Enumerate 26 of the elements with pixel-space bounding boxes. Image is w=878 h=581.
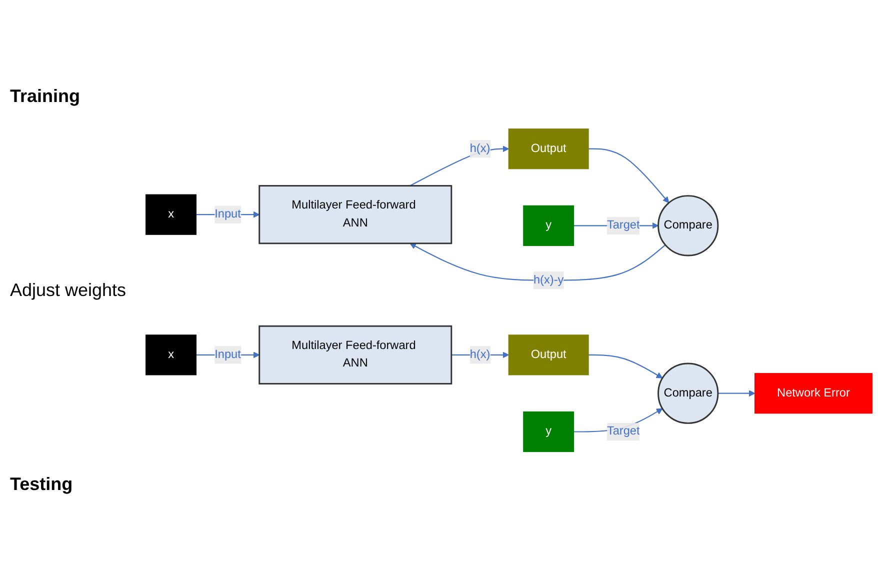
edge-label: Target: [606, 219, 640, 232]
node-box: y: [523, 412, 574, 452]
edge-label: h(x): [470, 142, 490, 155]
node-box: y: [523, 206, 574, 246]
node-box: Network Error: [754, 373, 872, 414]
arrow: [718, 390, 756, 397]
edge-label: Input: [214, 208, 241, 221]
row-heading: Testing: [10, 474, 74, 495]
edge-label: h(x)-y: [533, 274, 564, 286]
node-box: x: [146, 194, 196, 236]
edge-label: Target: [606, 425, 640, 438]
node-box: Multilayer Feed-forward ANN: [258, 326, 452, 385]
arrow: [588, 354, 663, 379]
note-text: Adjust weights: [10, 280, 128, 301]
node-box: Output: [508, 334, 589, 376]
arrow: [588, 148, 670, 204]
row-heading: Training: [10, 86, 82, 108]
edge-label: h(x): [470, 348, 490, 362]
node-box: x: [146, 334, 196, 376]
node-box: Multilayer Feed-forward ANN: [258, 185, 452, 244]
arrow: [410, 146, 509, 186]
edge-label: Input: [214, 348, 241, 362]
node-box: Output: [508, 128, 589, 170]
node-circle: Compare: [658, 195, 719, 256]
arrow: [410, 243, 666, 282]
node-circle: Compare: [658, 362, 719, 424]
